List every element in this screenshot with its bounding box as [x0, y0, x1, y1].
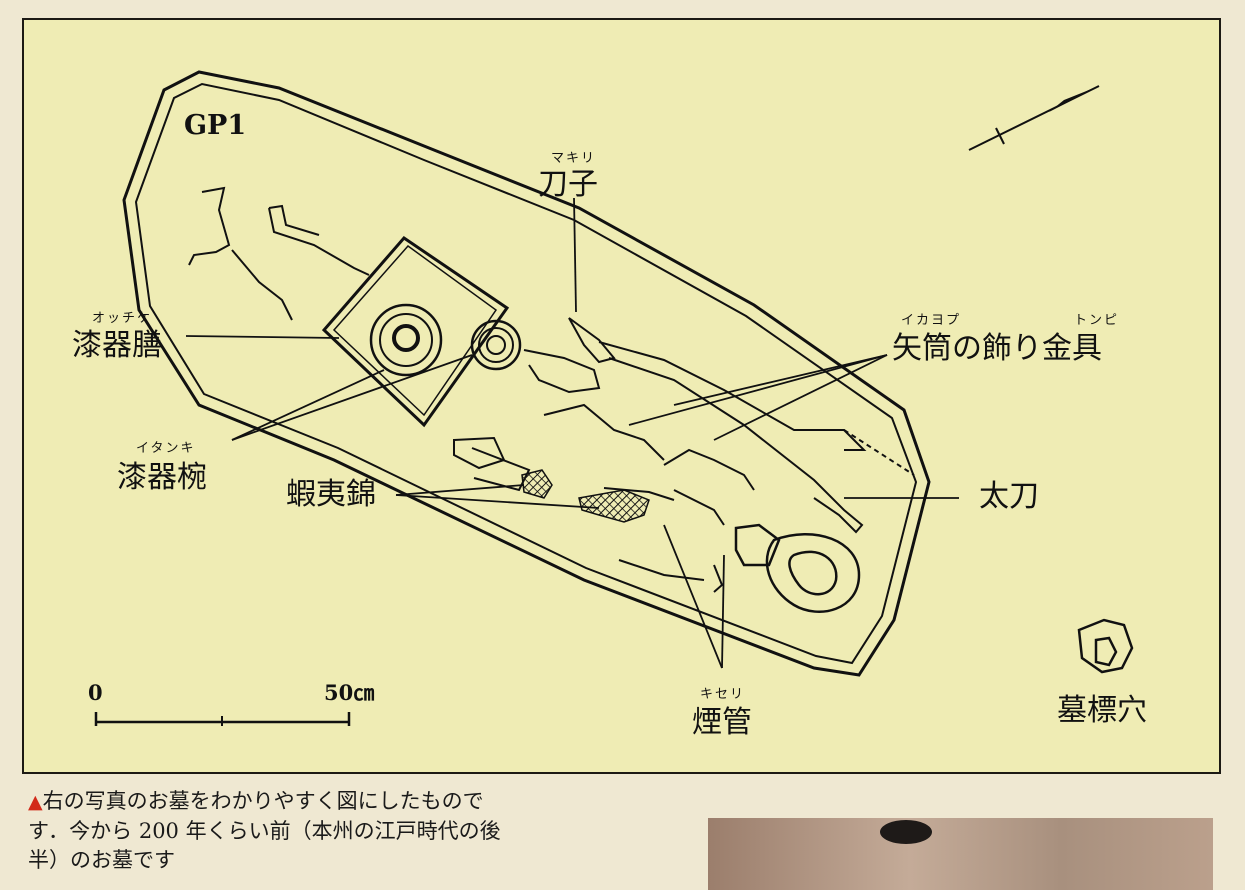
leader-lines: [185, 197, 959, 669]
photo-edge: [708, 818, 1213, 890]
label-kiseru: 煙管: [692, 705, 752, 740]
label-ruby-urushi-zen: オッチケ: [92, 311, 153, 326]
label-urushi-wan: 漆器椀: [117, 460, 207, 495]
scale-start: 0: [88, 680, 103, 705]
skeleton-remains: [188, 186, 755, 593]
caption-line-3: 半）のお墓です: [28, 848, 175, 872]
figure-panel: GP1 オッチケ 漆器膳 イタンキ 漆器椀 蝦夷錦 マキリ 刀子 イカヨプ トン…: [22, 18, 1221, 774]
gravemarker-hole: [1077, 618, 1134, 674]
bowl-on-tray: [369, 303, 443, 377]
label-ruby-urushi-wan: イタンキ: [136, 441, 196, 456]
caption-line-1: ▲右の写真のお墓をわかりやすく図にしたもので: [28, 789, 484, 813]
ezo-nishiki-fragment-2: [578, 489, 650, 523]
knife-makiri: [568, 317, 616, 364]
grave-diagram: [94, 70, 1134, 726]
label-makiri: 刀子: [538, 167, 598, 202]
sword-tachi: [598, 341, 915, 534]
north-arrow-icon: [968, 85, 1100, 151]
caption-line-2: す．今から 200 年くらい前（本州の江戸時代の後: [28, 819, 501, 843]
label-ezo-nishiki: 蝦夷錦: [286, 477, 376, 512]
skull: [734, 523, 861, 613]
grave-pit-outline: [122, 70, 931, 677]
scale-bar: [94, 712, 351, 726]
lacquer-bowl: [470, 319, 522, 371]
scale-end: 50㎝: [324, 680, 375, 705]
label-ruby-kiseru: キセリ: [700, 687, 746, 702]
lacquer-tray: [321, 236, 510, 428]
label-ruby-yazutsu-1: イカヨプ: [901, 313, 962, 328]
label-urushi-zen: 漆器膳: [72, 328, 162, 363]
figure-caption: ▲右の写真のお墓をわかりやすく図にしたもので す．今から 200 年くらい前（本…: [28, 787, 668, 875]
label-yazutsu: 矢筒の飾り金具: [892, 331, 1102, 366]
triangle-marker-icon: ▲: [28, 791, 43, 813]
grave-pit-inner: [134, 82, 918, 665]
label-tachi: 太刀: [979, 479, 1039, 514]
photo-dark-spot: [880, 820, 932, 844]
label-ruby-makiri: マキリ: [551, 151, 597, 166]
label-bohyo: 墓標穴: [1057, 693, 1147, 728]
label-ruby-yazutsu-2: トンピ: [1074, 313, 1120, 328]
ezo-nishiki-fragment-1: [521, 469, 553, 499]
diagram-title: GP1: [184, 110, 247, 141]
